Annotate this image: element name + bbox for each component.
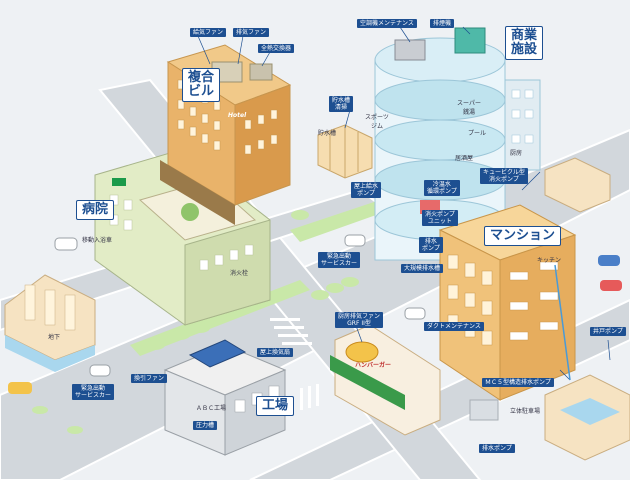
parking-label: 立体駐車場 bbox=[510, 408, 541, 415]
intake-fan-tag: 換引ファン bbox=[131, 374, 168, 383]
mc-pump-tag: ＭＣ５型構造排水ポンプ bbox=[482, 378, 554, 387]
fire-hydrant-label: 消火栓 bbox=[230, 270, 249, 277]
vehicles bbox=[8, 234, 622, 394]
drain-pump-tag: 排水 ポンプ bbox=[419, 237, 443, 253]
pool-label: プール bbox=[468, 130, 487, 137]
kitchen-room-label: 厨房 bbox=[510, 150, 523, 157]
hospital-label: 病院 bbox=[76, 200, 115, 220]
burger-sign: ハンバーガー bbox=[355, 362, 392, 369]
parking-structure bbox=[469, 374, 630, 461]
emergency-service-car-center-tag: 緊急出動 サービスカー bbox=[318, 252, 361, 268]
commercial-label: 商業 施設 bbox=[505, 26, 544, 60]
emergency-service-car-left-tag: 緊急出動 サービスカー bbox=[72, 384, 115, 400]
cubicle-fire-pump-tag: キュービクル型 消火ポンプ bbox=[480, 168, 528, 184]
factory-building bbox=[163, 339, 287, 456]
heat-exchanger-tag: 全熱交換器 bbox=[258, 44, 295, 53]
exhaust-fan-tag: 排気ファン bbox=[233, 28, 270, 37]
well-pump-tag: 井戸ポンプ bbox=[590, 327, 626, 336]
water-tank-unit bbox=[317, 124, 373, 179]
exhaust-tower-tag: 排煙機 bbox=[430, 19, 455, 28]
water-tank-label: 貯水槽 bbox=[318, 130, 337, 137]
sports-gym-label: スポーツ ジム bbox=[365, 114, 389, 130]
rooftop-exhaust-fan-tag: 屋上換気扇 bbox=[257, 348, 294, 357]
ac-maintenance-tag: 空調機メンテナンス bbox=[357, 19, 417, 28]
complex-building-label: 複合 ビル bbox=[182, 68, 221, 102]
rooftop-supply-pump-tag: 屋上給水 ポンプ bbox=[351, 182, 382, 198]
large-drain-tank-tag: 大規模排水槽 bbox=[401, 264, 444, 273]
mansion-label: マンション bbox=[484, 226, 562, 246]
factory-label: 工場 bbox=[256, 396, 295, 416]
cooling-water-pump-tag: 冷温水 循環ポンプ bbox=[424, 180, 460, 196]
tank-building bbox=[4, 274, 96, 372]
water-tank-cleaning-tag: 貯水槽 清掃 bbox=[329, 96, 354, 112]
supply-fan-tag: 給気ファン bbox=[190, 28, 227, 37]
kiosk-building bbox=[544, 157, 611, 213]
drainage-pump-tag: 排水ポンプ bbox=[479, 444, 515, 453]
supermarket-label: スーパー 銭湯 bbox=[457, 100, 481, 116]
hotel-sign: Hotel bbox=[228, 112, 247, 119]
fire-pump-unit-tag: 消火ポンプ ユニット bbox=[422, 210, 458, 226]
crosswalks bbox=[270, 318, 319, 410]
underground-label: 地下 bbox=[48, 334, 61, 341]
kitchen-label: キッチン bbox=[537, 257, 562, 264]
factory-name-label: ＡＢＣ工場 bbox=[196, 405, 227, 412]
restaurant-label: 居酒屋 bbox=[455, 155, 474, 162]
burger-shop bbox=[330, 324, 441, 436]
duct-maintenance-tag: ダクトメンテナンス bbox=[424, 322, 484, 331]
leader-lines bbox=[197, 26, 611, 381]
commercial-building bbox=[374, 27, 541, 261]
kitchen-exhaust-fan-tag: 厨房排気ファン GRF II型 bbox=[335, 312, 384, 328]
pressure-tank-tag: 圧力槽 bbox=[193, 421, 218, 430]
bath-car-label: 移動入浴車 bbox=[82, 237, 113, 244]
